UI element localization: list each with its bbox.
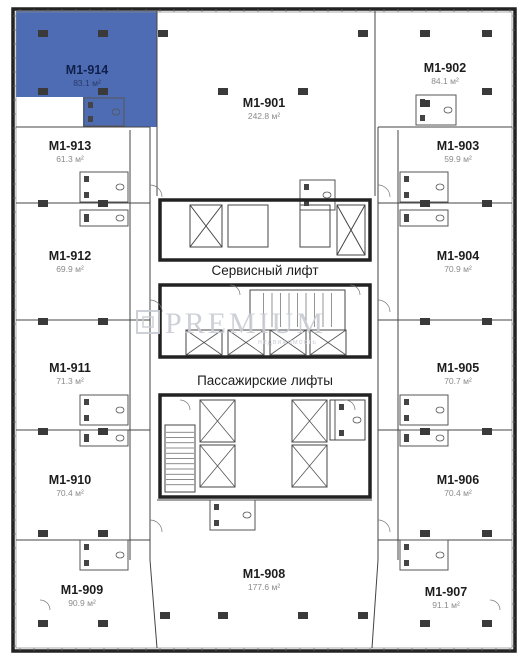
- unit-area: 70.4 м²: [444, 488, 472, 498]
- column: [38, 620, 48, 627]
- unit-area: 70.4 м²: [56, 488, 84, 498]
- column: [98, 620, 108, 627]
- unit-area: 71.3 м²: [56, 376, 84, 386]
- column: [420, 318, 430, 325]
- unit-name: M1-908: [243, 567, 285, 581]
- column: [482, 428, 492, 435]
- core-service: [158, 198, 372, 262]
- columns: [38, 30, 492, 627]
- unit-name: M1-903: [437, 139, 479, 153]
- column: [38, 318, 48, 325]
- unit-name: M1-904: [437, 249, 479, 263]
- passenger-lifts-label: Пассажирские лифты: [197, 373, 333, 388]
- outer-wall-inner-line: [15, 11, 513, 649]
- column: [358, 612, 368, 619]
- column: [218, 88, 228, 95]
- column: [298, 88, 308, 95]
- column: [38, 88, 48, 95]
- unit-area: 69.9 м²: [56, 264, 84, 274]
- unit-area: 91.1 м²: [432, 600, 460, 610]
- column: [218, 612, 228, 619]
- column: [38, 30, 48, 37]
- core-lower: [158, 393, 372, 499]
- column: [482, 30, 492, 37]
- column: [482, 318, 492, 325]
- unit-area: 61.3 м²: [56, 154, 84, 164]
- unit-name: M1-902: [424, 61, 466, 75]
- column: [98, 30, 108, 37]
- outer-wall: [11, 7, 517, 653]
- column: [98, 200, 108, 207]
- column: [420, 620, 430, 627]
- watermark: PREMIUM недвижимость: [136, 307, 326, 346]
- column: [98, 428, 108, 435]
- column: [358, 30, 368, 37]
- column: [482, 620, 492, 627]
- column: [420, 100, 430, 107]
- column: [38, 530, 48, 537]
- unit-name: M1-911: [49, 361, 91, 375]
- unit-name: M1-906: [437, 473, 479, 487]
- column: [420, 200, 430, 207]
- unit-area: 70.7 м²: [444, 376, 472, 386]
- column: [98, 88, 108, 95]
- unit-name: M1-901: [243, 96, 285, 110]
- column: [38, 200, 48, 207]
- facade-mullions: [13, 9, 515, 651]
- unit-name: M1-909: [61, 583, 103, 597]
- column: [38, 428, 48, 435]
- unit-name: M1-905: [437, 361, 479, 375]
- column: [158, 30, 168, 37]
- column: [160, 612, 170, 619]
- unit-name: M1-912: [49, 249, 91, 263]
- bottom-partitions: [149, 499, 379, 649]
- column: [420, 530, 430, 537]
- column: [420, 30, 430, 37]
- unit-name: M1-913: [49, 139, 91, 153]
- unit-area: 70.9 м²: [444, 264, 472, 274]
- unit-area: 84.1 м²: [431, 76, 459, 86]
- unit-area: 83.1 м²: [73, 78, 101, 88]
- unit-name: M1-907: [425, 585, 467, 599]
- unit-area: 177.6 м²: [248, 582, 280, 592]
- column: [482, 88, 492, 95]
- doors: [39, 184, 501, 611]
- service-lift-label: Сервисный лифт: [211, 263, 318, 278]
- column: [298, 612, 308, 619]
- unit-area: 90.9 м²: [68, 598, 96, 608]
- watermark-tagline: недвижимость: [258, 339, 317, 346]
- column: [98, 530, 108, 537]
- column: [98, 318, 108, 325]
- unit-name: M1-910: [49, 473, 91, 487]
- unit-area: 242.8 м²: [248, 111, 280, 121]
- unit-area: 59.9 м²: [444, 154, 472, 164]
- column: [482, 530, 492, 537]
- unit-name: M1-914: [66, 63, 108, 77]
- column: [482, 200, 492, 207]
- watermark-brand: PREMIUM: [165, 307, 326, 340]
- column: [420, 428, 430, 435]
